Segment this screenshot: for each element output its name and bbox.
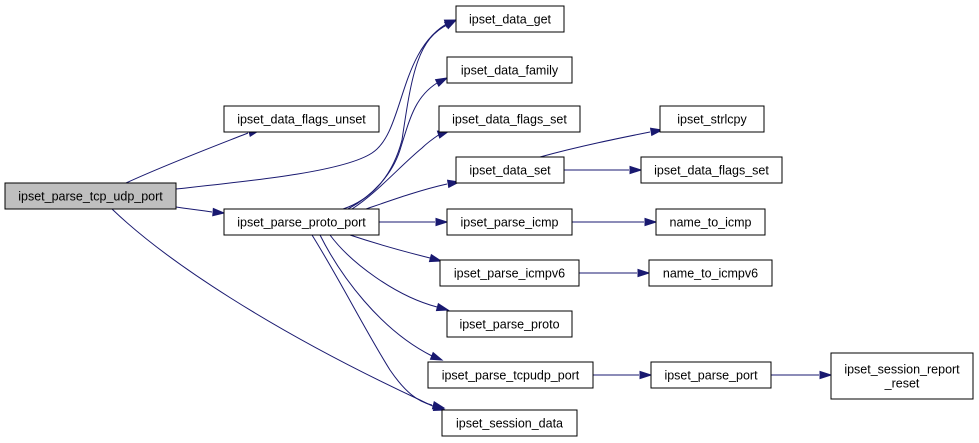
node-ipset-data-get[interactable]: ipset_data_get: [455, 5, 565, 33]
node-label: ipset_data_flags_set: [654, 164, 769, 178]
node-box[interactable]: [659, 105, 765, 133]
node-name-to-icmp[interactable]: name_to_icmp: [655, 208, 766, 236]
edge-ipset_parse_proto_port-to-ipset_parse_proto: [329, 234, 450, 312]
edge-ipset_parse_tcp_udp_port-to-ipset_data_flags_unset: [125, 128, 262, 184]
node-ipset-parse-tcpudp-port[interactable]: ipset_parse_tcpudp_port: [427, 361, 594, 389]
node-label: ipset_strlcpy: [677, 113, 747, 127]
node-ipset-data-set[interactable]: ipset_data_set: [455, 156, 565, 184]
edge-ipset_parse_port-to-ipset_session_report_reset: [771, 370, 833, 380]
node-ipset-parse-icmpv6[interactable]: ipset_parse_icmpv6: [439, 259, 580, 287]
edge-ipset_parse_proto_port-to-ipset_parse_tcpudp_port: [319, 234, 444, 361]
node-label: ipset_parse_tcp_udp_port: [18, 190, 163, 204]
edge-line: [365, 183, 448, 210]
node-ipset-data-flags-set-2[interactable]: ipset_data_flags_set: [640, 156, 783, 184]
edge-arrowhead: [429, 351, 444, 361]
node-ipset-session-report-reset[interactable]: ipset_session_report_reset: [830, 352, 974, 400]
node-box[interactable]: [446, 208, 573, 236]
node-box[interactable]: [640, 156, 783, 184]
node-ipset-strlcpy[interactable]: ipset_strlcpy: [659, 105, 765, 133]
node-box[interactable]: [4, 182, 177, 210]
node-box[interactable]: [455, 156, 565, 184]
edge-arrowhead: [434, 77, 449, 87]
edge-arrowhead: [637, 268, 651, 278]
node-box[interactable]: [830, 352, 974, 400]
node-box[interactable]: [438, 105, 581, 133]
node-box[interactable]: [446, 56, 573, 84]
edge-arrowhead: [435, 217, 449, 227]
node-box[interactable]: [441, 409, 578, 437]
node-box[interactable]: [648, 259, 773, 287]
node-ipset-parse-port[interactable]: ipset_parse_port: [650, 361, 772, 389]
node-label: _reset: [884, 377, 920, 391]
node-box[interactable]: [455, 5, 565, 33]
edge-ipset_data_set-to-ipset_data_flags_set_2: [564, 165, 643, 175]
node-ipset-parse-icmp[interactable]: ipset_parse_icmp: [446, 208, 573, 236]
edge-line: [349, 234, 431, 259]
edge-arrowhead: [639, 370, 653, 380]
edge-line: [125, 132, 249, 184]
node-name-to-icmpv6[interactable]: name_to_icmpv6: [648, 259, 773, 287]
node-box[interactable]: [427, 361, 594, 389]
edge-ipset_parse_icmp-to-name_to_icmp: [572, 217, 658, 227]
edge-arrowhead: [443, 19, 458, 30]
node-box[interactable]: [439, 259, 580, 287]
edge-line: [111, 208, 439, 409]
node-box[interactable]: [446, 310, 573, 338]
node-label: ipset_parse_icmp: [461, 216, 559, 230]
edge-ipset_data_set-to-ipset_strlcpy: [539, 127, 664, 158]
node-label: name_to_icmp: [670, 216, 752, 230]
node-ipset-parse-tcp-udp-port[interactable]: ipset_parse_tcp_udp_port: [4, 182, 177, 210]
node-label: ipset_parse_port: [664, 369, 758, 383]
edge-ipset_parse_icmpv6-to-name_to_icmpv6: [579, 268, 651, 278]
node-label: ipset_session_report: [844, 363, 960, 377]
node-label: ipset_data_set: [469, 164, 551, 178]
edge-line: [311, 234, 433, 406]
node-ipset-data-family[interactable]: ipset_data_family: [446, 56, 573, 84]
edge-arrowhead: [644, 217, 658, 227]
node-ipset-data-flags-unset[interactable]: ipset_data_flags_unset: [223, 105, 380, 133]
edge-line: [539, 131, 651, 158]
edge-arrowhead: [435, 302, 450, 312]
edge-arrowhead: [431, 401, 446, 410]
edge-line: [351, 133, 441, 210]
node-ipset-parse-proto[interactable]: ipset_parse_proto: [446, 310, 573, 338]
edge-ipset_parse_tcp_udp_port-to-ipset_session_data: [111, 208, 447, 411]
node-label: name_to_icmpv6: [663, 267, 758, 281]
node-ipset-session-data[interactable]: ipset_session_data: [441, 409, 578, 437]
edge-arrowhead: [649, 127, 664, 137]
edge-line: [347, 82, 438, 210]
node-label: ipset_session_data: [456, 417, 563, 431]
edge-line: [319, 234, 433, 357]
edge-ipset_parse_proto_port-to-ipset_session_data: [311, 234, 446, 410]
edge-ipset_parse_tcpudp_port-to-ipset_parse_port: [593, 370, 653, 380]
node-label: ipset_data_get: [469, 13, 552, 27]
edge-ipset_parse_tcp_udp_port-to-ipset_parse_proto_port: [175, 206, 226, 217]
edge-ipset_parse_proto_port-to-ipset_parse_icmp: [379, 217, 449, 227]
node-box[interactable]: [650, 361, 772, 389]
node-ipset-parse-proto-port[interactable]: ipset_parse_proto_port: [223, 208, 380, 236]
edge-ipset_parse_proto_port-to-ipset_parse_icmpv6: [349, 234, 443, 263]
node-ipset-data-flags-set-1[interactable]: ipset_data_flags_set: [438, 105, 581, 133]
edge-ipset_parse_proto_port-to-ipset_data_family: [347, 77, 449, 210]
node-label: ipset_parse_proto_port: [237, 216, 366, 230]
node-label: ipset_data_flags_set: [452, 113, 567, 127]
edge-ipset_parse_tcp_udp_port-to-ipset_data_get: [175, 19, 458, 190]
edge-line: [329, 234, 438, 308]
edge-line: [175, 21, 451, 190]
edge-line: [175, 206, 213, 213]
node-box[interactable]: [223, 208, 380, 236]
node-label: ipset_parse_tcpudp_port: [442, 369, 580, 383]
node-box[interactable]: [223, 105, 380, 133]
edge-arrowhead: [212, 207, 226, 217]
node-label: ipset_parse_icmpv6: [454, 267, 565, 281]
edge-arrowhead: [629, 165, 643, 175]
node-label: ipset_data_flags_unset: [237, 113, 366, 127]
node-box[interactable]: [655, 208, 766, 236]
edge-arrowhead: [819, 370, 833, 380]
node-label: ipset_data_family: [461, 64, 559, 78]
edge-arrowhead: [428, 253, 443, 263]
nodes-layer: ipset_parse_tcp_udp_port ipset_data_flags…: [4, 5, 974, 437]
node-label: ipset_parse_proto: [459, 318, 559, 332]
